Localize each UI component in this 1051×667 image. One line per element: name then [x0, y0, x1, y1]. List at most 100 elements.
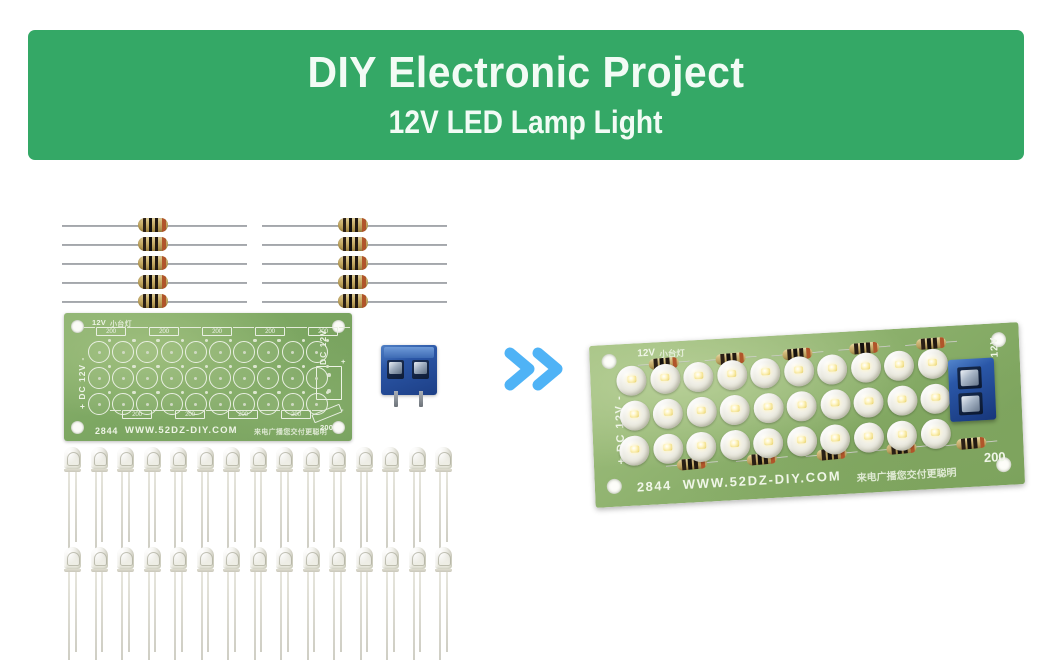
led-lead [121, 572, 124, 660]
led-dome [143, 547, 161, 569]
led-flange [249, 569, 267, 572]
resistor-band [161, 256, 166, 270]
resistor-band [154, 237, 159, 251]
led-dome [276, 547, 293, 569]
assembled-led [615, 364, 648, 397]
resistor-band [354, 275, 359, 289]
led-part [249, 447, 267, 550]
resistor-band [354, 294, 359, 308]
silk-resistor-value-diag: 200 [320, 423, 334, 432]
led-pad-dot [180, 339, 184, 343]
led-pad-dot [180, 391, 184, 395]
assembled-led [783, 355, 815, 388]
assembled-led [819, 388, 851, 421]
resistor-band [751, 453, 756, 466]
resistor-body [955, 436, 987, 451]
led-dome [435, 447, 452, 469]
resistor-band [154, 256, 159, 270]
resistor-band [939, 337, 945, 349]
led-lead [74, 472, 77, 542]
led-leads [435, 472, 452, 550]
silk-12v-label: 12V [92, 318, 106, 327]
resistor-footprint: 200 [202, 327, 232, 336]
led-pad-dot [253, 391, 257, 395]
resistor-band [361, 275, 366, 289]
led-pad [233, 393, 256, 415]
led-part [249, 547, 267, 660]
led-part [170, 447, 187, 550]
led-pad-dot [229, 365, 233, 369]
led-leads [250, 472, 267, 550]
led-dome [223, 547, 240, 569]
assembled-led [618, 434, 650, 467]
led-lead [94, 572, 97, 660]
led-lead [127, 472, 130, 542]
led-part [355, 447, 373, 550]
resistor-band [853, 343, 859, 355]
led-lead [280, 472, 283, 550]
led-leads [382, 572, 399, 660]
led-pad-dot [229, 391, 233, 395]
led-pad [257, 341, 280, 363]
terminal-pin [394, 391, 398, 407]
led-lead [359, 572, 362, 660]
led-row-bottom [64, 547, 464, 662]
led-lead [286, 572, 289, 652]
led-dome [90, 547, 108, 569]
led-pad [88, 367, 110, 389]
led-dome [196, 547, 214, 569]
led-flange [64, 469, 81, 472]
led-lead [392, 472, 395, 542]
led-pad [136, 367, 159, 389]
led-lead [74, 572, 77, 652]
led-leads [303, 472, 320, 550]
led-flange [90, 569, 108, 572]
led-pad-dot [325, 391, 330, 395]
led-flange [276, 469, 293, 472]
silk-board-code: 2844 [95, 426, 119, 436]
led-lead [180, 472, 183, 542]
footprint-lead [137, 327, 148, 329]
led-leads [329, 472, 346, 550]
resistor-band [148, 218, 153, 232]
led-flange [117, 469, 134, 472]
resistor-band [342, 294, 347, 308]
led-pad-dot [277, 391, 281, 395]
led-pad-dot [204, 339, 209, 343]
silk-resistor-value: 200 [983, 448, 1006, 466]
resistor-band [161, 218, 166, 232]
led-lead [260, 572, 263, 652]
led-flange [382, 469, 399, 472]
process-arrow [502, 340, 568, 398]
led-lead [359, 472, 362, 550]
led-part [143, 547, 161, 660]
led-lead [227, 472, 230, 550]
led-pad-dot [132, 365, 136, 369]
resistor-band [361, 237, 366, 251]
resistor-body [337, 275, 368, 289]
led-pad [88, 341, 110, 363]
led-lead [260, 472, 263, 542]
led-pad-dot [156, 391, 160, 395]
resistor-band [148, 294, 153, 308]
led-pad-dot [204, 391, 209, 395]
resistor-band [348, 275, 353, 289]
led-leads [303, 572, 320, 660]
terminal-block-top [384, 347, 434, 358]
led-dome [249, 447, 267, 469]
assembled-led [849, 351, 882, 384]
silk-left-polarity: + DC 12V - [77, 356, 87, 409]
led-part [329, 547, 346, 660]
led-lead [68, 472, 71, 550]
led-lead [94, 472, 97, 550]
led-lead [253, 472, 256, 550]
led-part [276, 547, 293, 660]
mounting-hole [71, 421, 84, 434]
resistor-footprint: 200 [149, 327, 179, 336]
led-pad-dot [325, 365, 330, 369]
footprint-lead [127, 327, 138, 329]
silk-board-code: 2844 [636, 477, 673, 495]
silk-website-url: WWW.52DZ-DIY.COM [682, 468, 842, 493]
bare-pcb: 12V 小台灯 + DC 12V - DC 12V + - 2844 WWW.5… [64, 313, 352, 441]
led-pad-dot [132, 339, 136, 343]
